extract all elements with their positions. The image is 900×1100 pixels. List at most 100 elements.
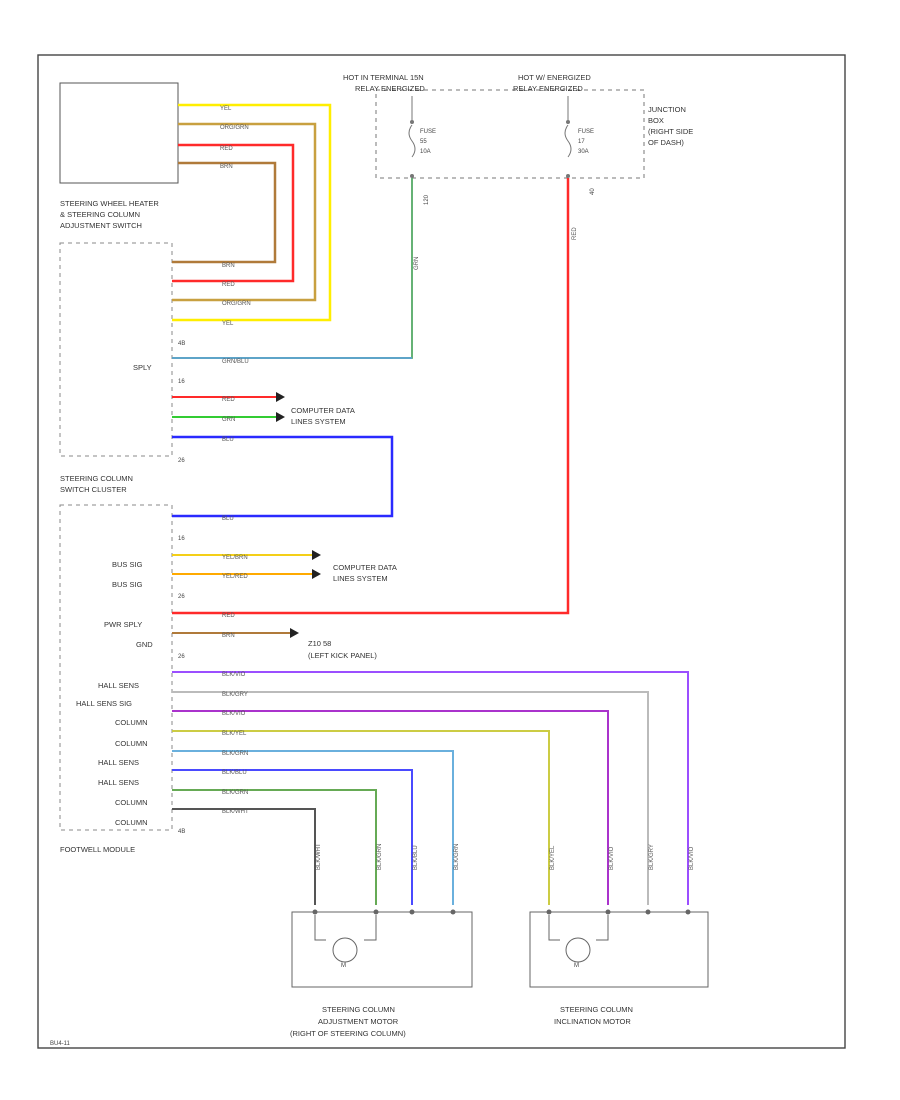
pin-label-bus-sig-1: BUS SIG xyxy=(112,560,143,569)
tw-label-1b: ORG/GRN xyxy=(222,301,251,307)
v-tag-7: BLK/GRY xyxy=(649,844,655,870)
v-tag-6: BLK/VIO xyxy=(609,846,615,870)
fuse-wire-tag: GRN xyxy=(414,257,420,270)
h5-tag: BLK/GRN xyxy=(222,751,248,757)
hot-relay-label-1: HOT W/ ENERGIZED xyxy=(518,73,591,82)
wire-yel xyxy=(172,103,332,322)
tw-label-3b: BRN xyxy=(222,263,235,269)
terminal-dot xyxy=(605,909,611,915)
fuse-b-label-2: 17 xyxy=(578,139,585,145)
h7-tag: BLK/GRN xyxy=(222,790,248,796)
terminal-dot xyxy=(645,909,651,915)
adjustment-motor-box xyxy=(291,911,473,988)
fuse-b-label-3: 30A xyxy=(578,149,589,155)
adjustment-motor-leads xyxy=(314,915,377,941)
wire-h7 xyxy=(172,789,377,905)
hot-terminal-label-1: HOT IN TERMINAL 15N xyxy=(343,73,424,82)
blu-loop-tag-1: BLU xyxy=(222,437,234,443)
switch-label-2: & STEERING COLUMN xyxy=(60,210,140,219)
gnd-tag: BRN xyxy=(222,633,235,639)
adj-motor-label-3: (RIGHT OF STEERING COLUMN) xyxy=(290,1029,406,1038)
v-tag-5: BLK/YEL xyxy=(550,845,556,870)
wire-h8 xyxy=(172,808,316,905)
switch-label-1: STEERING WHEEL HEATER xyxy=(60,199,159,208)
terminal-dot xyxy=(409,909,415,915)
ground-arrow-icon xyxy=(290,628,299,638)
fuse-a-node xyxy=(410,120,414,124)
column-cluster-label-1: STEERING COLUMN xyxy=(60,474,133,483)
fuse-a-symbol xyxy=(408,124,416,158)
grn-data-tag: GRN xyxy=(222,417,235,423)
wire-h1 xyxy=(172,671,689,905)
footwell-module-outline xyxy=(59,504,173,831)
computer-data-2-b: LINES SYSTEM xyxy=(333,574,388,583)
wire-h4 xyxy=(172,730,550,905)
wire-h2 xyxy=(172,691,649,905)
arrow-icon xyxy=(276,412,285,422)
wire-h3 xyxy=(172,710,609,905)
wire-blu-loop xyxy=(172,435,394,518)
footer-code: BU4-11 xyxy=(50,1041,71,1047)
fuse-b-symbol xyxy=(564,124,572,158)
v-tag-3: BLK/BLU xyxy=(413,845,419,870)
wire-red-power xyxy=(172,178,570,615)
adjustment-motor-icon xyxy=(332,937,358,963)
pin-label-hall-sig: HALL SENS SIG xyxy=(76,699,132,708)
conn-label-6: 26 xyxy=(178,654,185,660)
inclination-motor-m: M xyxy=(574,963,579,969)
red-data-tag: RED xyxy=(222,397,235,403)
conn-label-4: 16 xyxy=(178,536,185,542)
arrow-icon xyxy=(276,392,285,402)
diagram-frame xyxy=(37,54,846,1049)
h6-tag: BLK/BLU xyxy=(222,770,247,776)
pin-label-bus-sig-2: BUS SIG xyxy=(112,580,143,589)
inc-motor-label-1: STEERING COLUMN xyxy=(560,1005,633,1014)
fuse-a-terminal xyxy=(410,174,414,178)
yel-brn-tag-1: YEL/BRN xyxy=(222,555,248,561)
wire-brn xyxy=(172,161,277,264)
pwr-tag: RED xyxy=(222,613,235,619)
terminal-dot xyxy=(373,909,379,915)
v-tag-8: BLK/VIO xyxy=(689,846,695,870)
pin-label-col-4: COLUMN xyxy=(115,818,148,827)
conn-label-2: 16 xyxy=(178,379,185,385)
pin-label-col-2: COLUMN xyxy=(115,739,148,748)
yel-brn-tag-2: YEL/RED xyxy=(222,574,248,580)
conn-label-1: 4B xyxy=(178,341,185,347)
wire-h5 xyxy=(172,750,454,905)
pin-label-col-1: COLUMN xyxy=(115,718,148,727)
v-tag-2: BLK/GRN xyxy=(377,844,383,870)
terminal-dot xyxy=(546,909,552,915)
switch-module-outline xyxy=(59,242,173,457)
conn-label-3: 26 xyxy=(178,458,185,464)
tw-label-0b: YEL xyxy=(222,321,234,327)
fuse-a-term: 120 xyxy=(424,194,430,205)
ground-label-1: Z10 58 xyxy=(308,639,331,648)
fuse-a-label-2: 55 xyxy=(420,139,427,145)
adj-motor-label-2: ADJUSTMENT MOTOR xyxy=(318,1017,399,1026)
harness-group xyxy=(172,671,689,905)
tw-label-3: BRN xyxy=(220,164,233,170)
adj-motor-label-1: STEERING COLUMN xyxy=(322,1005,395,1014)
switch-label-3: ADJUSTMENT SWITCH xyxy=(60,221,142,230)
column-cluster-label-2: SWITCH CLUSTER xyxy=(60,485,127,494)
hot-relay-label-2: RELAY ENERGIZED xyxy=(513,84,583,93)
h4-tag: BLK/YEL xyxy=(222,731,247,737)
inclination-motor-box xyxy=(529,911,709,988)
fuse-a-label-3: 10A xyxy=(420,149,431,155)
fuse-b-term: 40 xyxy=(590,188,596,195)
pin-label-gnd: GND xyxy=(136,640,153,649)
fuse-b-terminal xyxy=(566,174,570,178)
wire-red xyxy=(172,143,295,283)
red-main-tag: RED xyxy=(572,227,578,240)
h2-tag: BLK/GRY xyxy=(222,692,248,698)
tw-label-0: YEL xyxy=(220,106,232,112)
hot-terminal-label-2: RELAY ENERGIZED xyxy=(355,84,425,93)
heater-switch-box xyxy=(59,82,179,184)
pin-label-col-3: COLUMN xyxy=(115,798,148,807)
v-tag-1: BLK/WHT xyxy=(316,843,322,870)
footwell-label: FOOTWELL MODULE xyxy=(60,845,135,854)
arrow-icon xyxy=(312,550,321,560)
conn-label-7: 4B xyxy=(178,829,185,835)
